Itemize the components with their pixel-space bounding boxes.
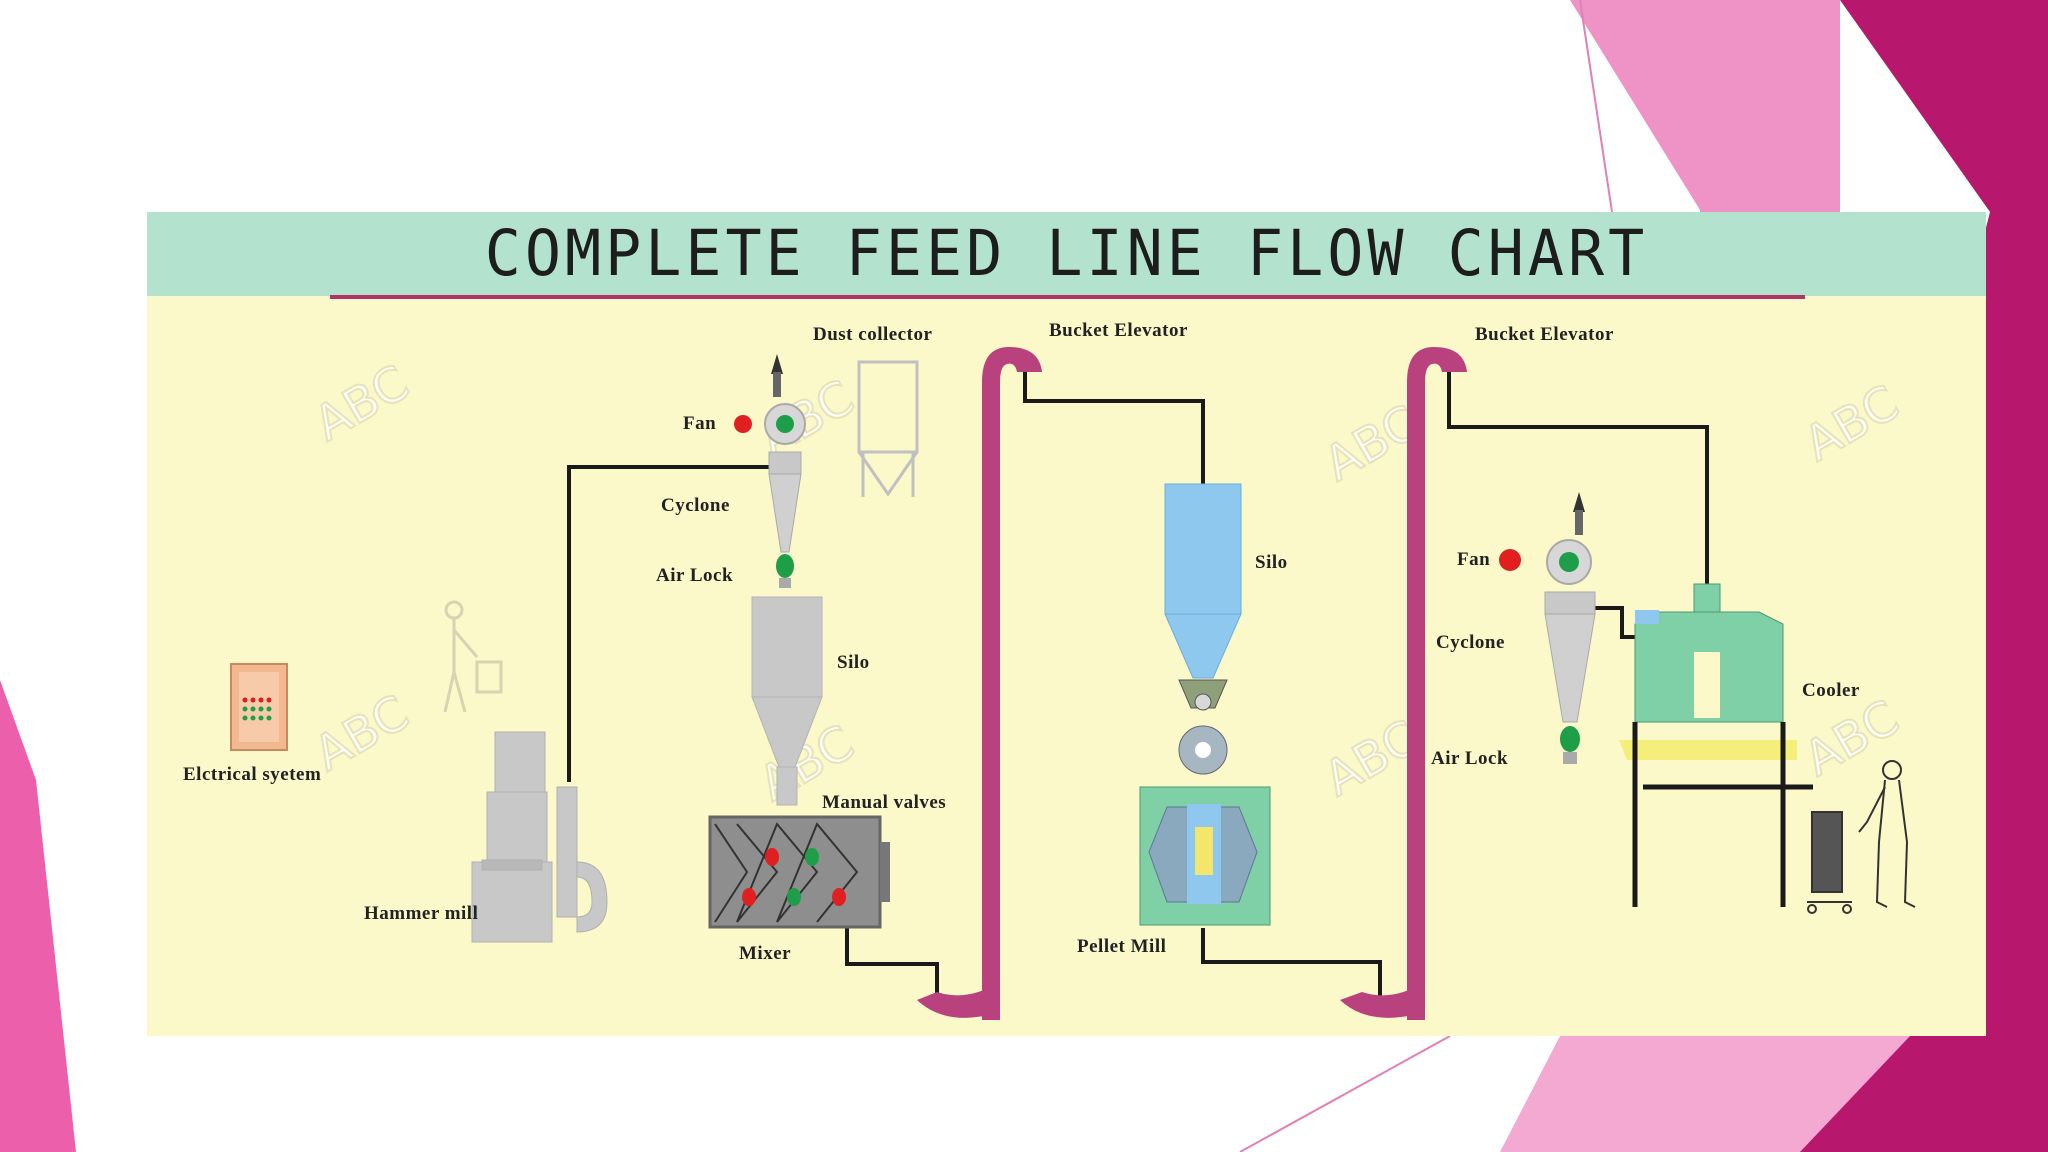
deco-line-bottom: [1239, 1035, 1451, 1152]
mixer-icon: [708, 815, 890, 929]
silo-1-icon: [751, 596, 823, 806]
deco-light-pink-shape-bottom: [1500, 1036, 1910, 1152]
title-bar: [147, 212, 1986, 296]
label-silo-1: Silo: [837, 652, 870, 673]
watermark-logo: ABC: [305, 355, 418, 453]
elevator-to-cooler-line: [1447, 367, 1709, 584]
bucket-elevator-2: [1340, 347, 1467, 1020]
hammer-mill-to-cyclone-line: [567, 465, 784, 782]
label-silo-2: Silo: [1255, 552, 1288, 573]
worker-figure-right: [1807, 760, 1916, 914]
worker-figure-left: [443, 600, 503, 713]
watermark-logo: ABC: [1795, 375, 1908, 473]
label-mixer: Mixer: [739, 943, 792, 964]
dust-collector-icon: [857, 360, 919, 497]
label-manual-valves: Manual valves: [822, 792, 947, 813]
cyclone-unit-2: [1544, 492, 1596, 764]
label-fan-1: Fan: [683, 413, 717, 434]
conveying-lines: [567, 367, 1709, 1002]
silo-2-icon: [1164, 483, 1242, 679]
watermark-logo: ABC: [1795, 690, 1908, 788]
title-underline: [330, 295, 1805, 299]
deco-line-top: [1579, 0, 1613, 213]
watermark-logo: ABC: [305, 685, 418, 783]
fan-1-indicator: [734, 415, 752, 433]
cooler-to-cyclone-line: [1587, 606, 1635, 639]
pellet-mill-to-elevator-line: [1201, 928, 1382, 997]
mixer-to-elevator-line: [845, 922, 939, 1002]
label-cyclone-2: Cyclone: [1436, 632, 1505, 653]
hammer-mill-icon: [471, 731, 608, 943]
bucket-elevator-1: [917, 347, 1042, 1020]
label-bucket-elevator-2: Bucket Elevator: [1475, 324, 1614, 345]
deco-pink-shape-left: [0, 680, 76, 1152]
label-air-lock-1: Air Lock: [656, 565, 734, 586]
pellet-mill-icon: [1139, 679, 1271, 926]
label-hammer-mill: Hammer mill: [364, 903, 479, 924]
label-electrical-system: Elctrical syetem: [183, 764, 322, 785]
label-dust-collector: Dust collector: [813, 324, 933, 345]
label-cooler: Cooler: [1802, 680, 1860, 701]
cooler-icon: [1619, 583, 1813, 907]
process-diagram: ABC ABC ABC ABC ABC ABC ABC ABC: [230, 347, 1916, 1020]
label-air-lock-2: Air Lock: [1431, 748, 1509, 769]
electrical-cabinet-icon: [230, 663, 288, 751]
label-bucket-elevator-1: Bucket Elevator: [1049, 320, 1188, 341]
chart-title: COMPLETE FEED LINE FLOW CHART: [484, 217, 1649, 291]
cyclone-unit-1: [764, 354, 806, 588]
label-cyclone-1: Cyclone: [661, 495, 730, 516]
fan-2-indicator: [1499, 549, 1521, 571]
flow-chart-panel: COMPLETE FEED LINE FLOW CHART ABC ABC AB…: [147, 212, 1986, 1036]
label-pellet-mill: Pellet Mill: [1077, 936, 1167, 957]
label-fan-2: Fan: [1457, 549, 1491, 570]
elevator-to-silo-line: [1023, 367, 1205, 484]
